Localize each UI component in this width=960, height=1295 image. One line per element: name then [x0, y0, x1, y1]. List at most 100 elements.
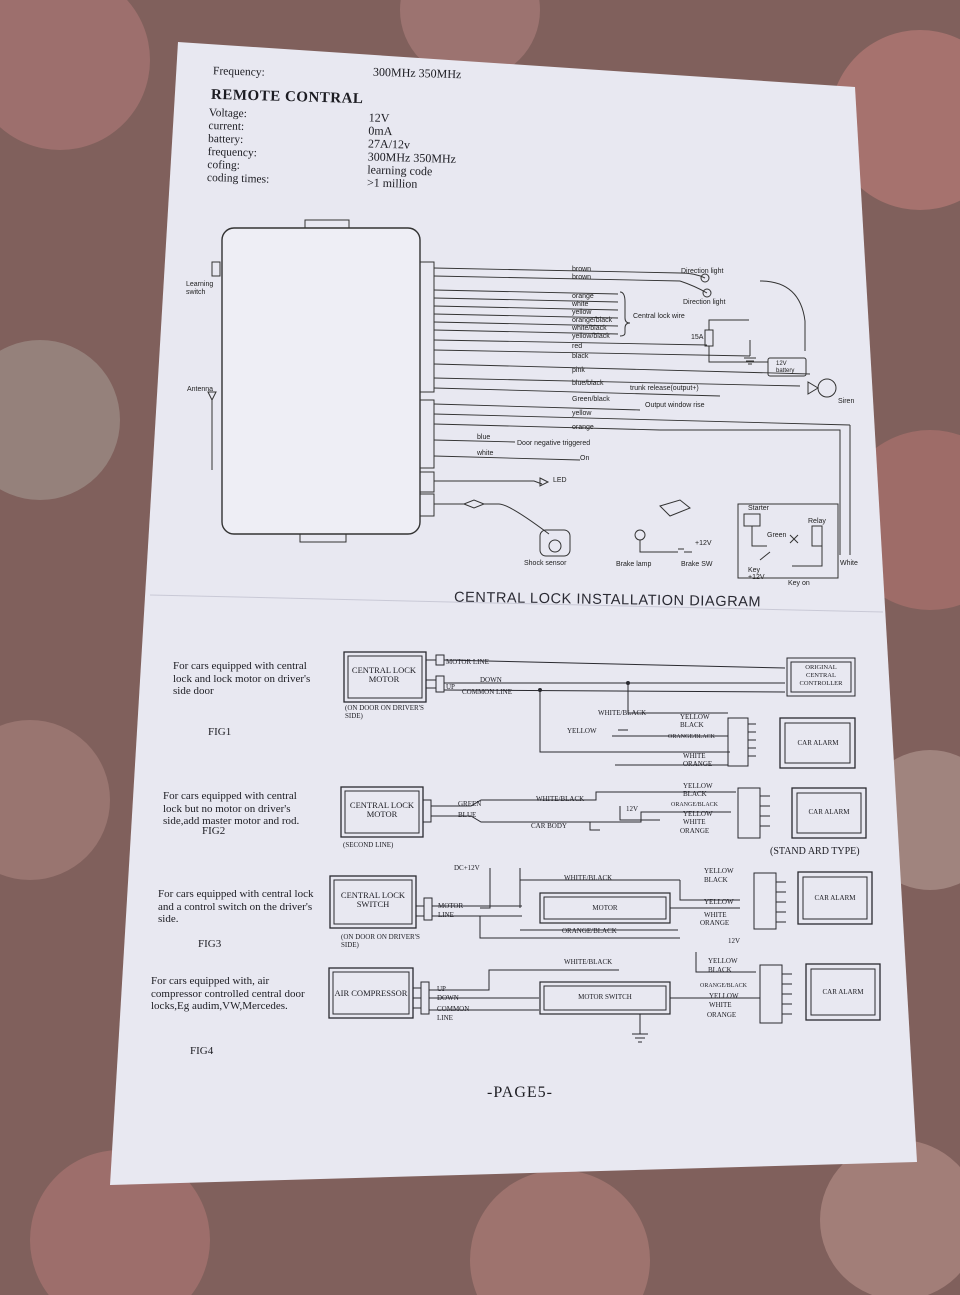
central-lock-wire-label: Central lock wire: [633, 313, 685, 320]
relay-icon: [811, 525, 823, 547]
plus-12v-label: +12V: [695, 540, 712, 547]
fig1-wire-yellow: YELLOW: [680, 713, 710, 721]
fig3-wire-orange: ORANGE: [700, 919, 730, 927]
connector-main: [419, 261, 435, 393]
fig1-car-alarm: CAR ALARM: [797, 739, 839, 747]
learning-switch-label: Learning switch: [186, 281, 214, 296]
wire-white-black: white/black: [572, 325, 607, 332]
fig1-wire-orange: ORANGE: [683, 760, 713, 768]
direction-light-icon: [700, 273, 710, 283]
wire-yellow-2: yellow: [572, 410, 592, 417]
fig4-car-alarm: CAR ALARM: [822, 988, 864, 996]
battery-label: 12V battery: [776, 361, 795, 374]
fig3-box-label: CENTRAL LOCK SWITCH: [340, 890, 406, 909]
fig1-note: (ON DOOR ON DRIVER'S SIDE): [345, 704, 424, 720]
fig4-wire-orange-black: ORANGE/BLACK: [700, 983, 748, 989]
fig3-diagram: [329, 868, 873, 939]
fig2-box-label: CENTRAL LOCK MOTOR: [349, 800, 415, 819]
fig4-wire-black: BLACK: [708, 966, 732, 974]
fig3-wire-orange-black: ORANGE/BLACK: [562, 927, 617, 935]
fig1-label: FIG1: [208, 726, 232, 738]
fig3-wire-yellow-2: YELLOW: [704, 898, 734, 906]
wire-orange-2: orange: [572, 424, 594, 431]
fig3-description: For cars equipped with central lock and …: [158, 888, 314, 925]
fig3-line-dc12v: DC+12V: [454, 864, 480, 872]
wire-blue: blue: [477, 434, 491, 441]
connector-secondary: [419, 399, 435, 469]
fig1-controller: ORIGINAL CENTRAL CONTROLLER: [799, 664, 843, 687]
wire-white-2: white: [477, 450, 494, 457]
wire-green-black: Green/black: [572, 396, 610, 403]
fig4-wire-yellow-2: YELLOW: [709, 992, 739, 1000]
fig3-wire-white-black: WHITE/BLACK: [564, 874, 613, 882]
unit-bottom-tab: [299, 534, 347, 543]
wire-brown-1: brown: [572, 266, 592, 273]
fig2-label: FIG2: [202, 825, 226, 837]
wire-blue-black: blue/black: [572, 380, 604, 387]
fig2-wire-orange-black: ORANGE/BLACK: [671, 802, 719, 808]
fig2-line-blue: BLUE: [458, 811, 477, 819]
fig1-description: For cars equipped with central lock and …: [173, 660, 311, 697]
fig1-line-common: COMMON LINE: [462, 688, 512, 696]
on-label: On: [580, 455, 590, 462]
fig4-description: For cars equipped with, air compressor c…: [151, 975, 305, 1012]
fig2-wire-black: BLACK: [683, 790, 707, 798]
starter-relay-box: [737, 503, 839, 579]
trunk-release-label: trunk release(output+): [630, 385, 699, 392]
wire-pink: pink: [572, 367, 585, 374]
wire-yellow-black: yellow/black: [572, 333, 610, 340]
led-icon: [539, 477, 550, 487]
learning-switch-icon: [211, 261, 221, 277]
fig3-note: (ON DOOR ON DRIVER'S SIDE): [341, 933, 420, 949]
shock-sensor-icon: [539, 529, 571, 557]
fig4-line-common: COMMON: [437, 1005, 470, 1013]
fig4-line-line: LINE: [437, 1014, 453, 1022]
fig3-motor-label: MOTOR: [592, 904, 618, 912]
wire-brown-2: brown: [572, 274, 592, 281]
fig2-wire-12v: 12V: [626, 805, 639, 813]
wire-yellow: yellow: [572, 309, 592, 316]
fig3-label: FIG3: [198, 938, 222, 950]
fig1-wire-orange-black: ORANGE/BLACK: [668, 734, 716, 740]
fig2-car-alarm: CAR ALARM: [808, 808, 850, 816]
output-window-rise-label: Output window rise: [645, 402, 705, 409]
fig4-wire-orange: ORANGE: [707, 1011, 737, 1019]
fig4-wire-white: WHITE: [709, 1001, 732, 1009]
fig2-line-green: GREEN: [458, 800, 482, 808]
fig2-note: (SECOND LINE): [343, 841, 394, 849]
fig2-wire-car-body: CAR BODY: [531, 822, 567, 830]
door-negative-label: Door negative triggered: [517, 440, 591, 447]
fig3-wire-yellow: YELLOW: [704, 867, 734, 875]
connector-led: [419, 471, 435, 493]
fig4-line-down: DOWN: [437, 994, 459, 1002]
fig1-box-label: CENTRAL LOCK MOTOR: [351, 665, 417, 684]
fig2-wire-yellow-2: YELLOW: [683, 810, 713, 818]
page-number: -PAGE5-: [487, 1084, 553, 1101]
key-12v-label: Key +12V: [748, 567, 765, 581]
fig3-line-motor: MOTOR: [438, 902, 464, 910]
fig2-diagram: [340, 786, 867, 839]
fig4-box-label: AIR COMPRESSOR: [334, 988, 408, 998]
brake-switch-icon: [670, 548, 692, 553]
direction-light-label-1: Direction light: [681, 268, 724, 275]
starter-label: Starter: [748, 505, 770, 512]
battery-icon: [767, 357, 807, 377]
siren-label: Siren: [838, 398, 855, 405]
brake-pedal-icon: [659, 499, 691, 517]
fig4-diagram: [328, 952, 881, 1043]
green-label: Green: [767, 532, 787, 539]
fig1-line-motor: MOTOR LINE: [446, 658, 489, 666]
fig1-wire-yellow-left: YELLOW: [567, 727, 597, 735]
ground-icon: [744, 340, 756, 365]
relay-label: Relay: [808, 518, 826, 525]
fig4-wire-yellow: YELLOW: [708, 957, 738, 965]
wire-red: red: [572, 343, 583, 350]
fig2-wire-white-black: WHITE/BLACK: [536, 795, 585, 803]
fig4-label: FIG4: [190, 1045, 214, 1057]
shock-sensor-label: Shock sensor: [524, 560, 567, 567]
fig4-line-up: UP: [437, 985, 446, 993]
fig2-description: For cars equipped with central lock but …: [163, 790, 300, 827]
fig3-line-line: LINE: [438, 911, 454, 919]
